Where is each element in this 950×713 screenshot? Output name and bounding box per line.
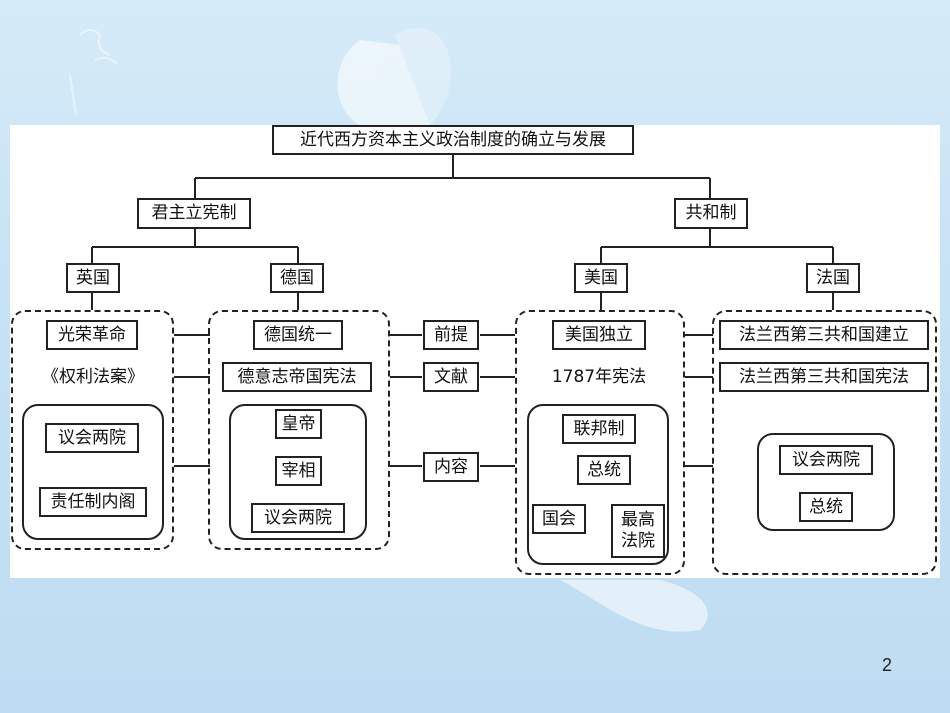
usa-document: 1787年宪法: [551, 366, 647, 387]
country-usa: 美国: [574, 263, 628, 293]
germany-emperor: 皇帝: [275, 409, 322, 439]
usa-group: [515, 310, 685, 575]
france-premise: 法兰西第三共和国建立: [719, 320, 929, 350]
category-content: 内容: [423, 452, 479, 482]
germany-group: [208, 310, 390, 550]
france-group: [712, 310, 937, 575]
france-parliament: 议会两院: [779, 445, 873, 475]
country-germany: 德国: [270, 263, 324, 293]
germany-chancellor: 宰相: [275, 456, 322, 486]
britain-parliament: 议会两院: [45, 423, 139, 453]
france-document: 法兰西第三共和国宪法: [719, 362, 929, 392]
usa-federalism: 联邦制: [562, 414, 636, 444]
usa-supreme-court: 最高法院: [611, 504, 665, 558]
britain-cabinet: 责任制内阁: [39, 487, 147, 517]
germany-document: 德意志帝国宪法: [222, 362, 372, 392]
branch-republic: 共和制: [674, 198, 748, 229]
germany-parliament: 议会两院: [251, 503, 345, 533]
usa-premise: 美国独立: [552, 320, 646, 350]
country-britain: 英国: [66, 263, 120, 293]
britain-document: 《权利法案》: [42, 366, 144, 387]
category-premise: 前提: [423, 320, 479, 350]
usa-president: 总统: [577, 455, 631, 485]
usa-congress: 国会: [532, 504, 586, 534]
page-number: 2: [881, 655, 892, 675]
germany-premise: 德国统一: [253, 320, 343, 350]
britain-group: [11, 310, 174, 550]
category-document: 文献: [423, 362, 479, 392]
britain-premise: 光荣革命: [46, 320, 138, 350]
france-president: 总统: [799, 492, 853, 522]
page-title: 近代西方资本主义政治制度的确立与发展: [272, 125, 634, 155]
country-france: 法国: [806, 263, 860, 293]
branch-constitutional-monarchy: 君主立宪制: [137, 198, 251, 229]
diagram-panel: 近代西方资本主义政治制度的确立与发展 君主立宪制 共和制 英国 德国 美国 法国…: [10, 125, 940, 578]
